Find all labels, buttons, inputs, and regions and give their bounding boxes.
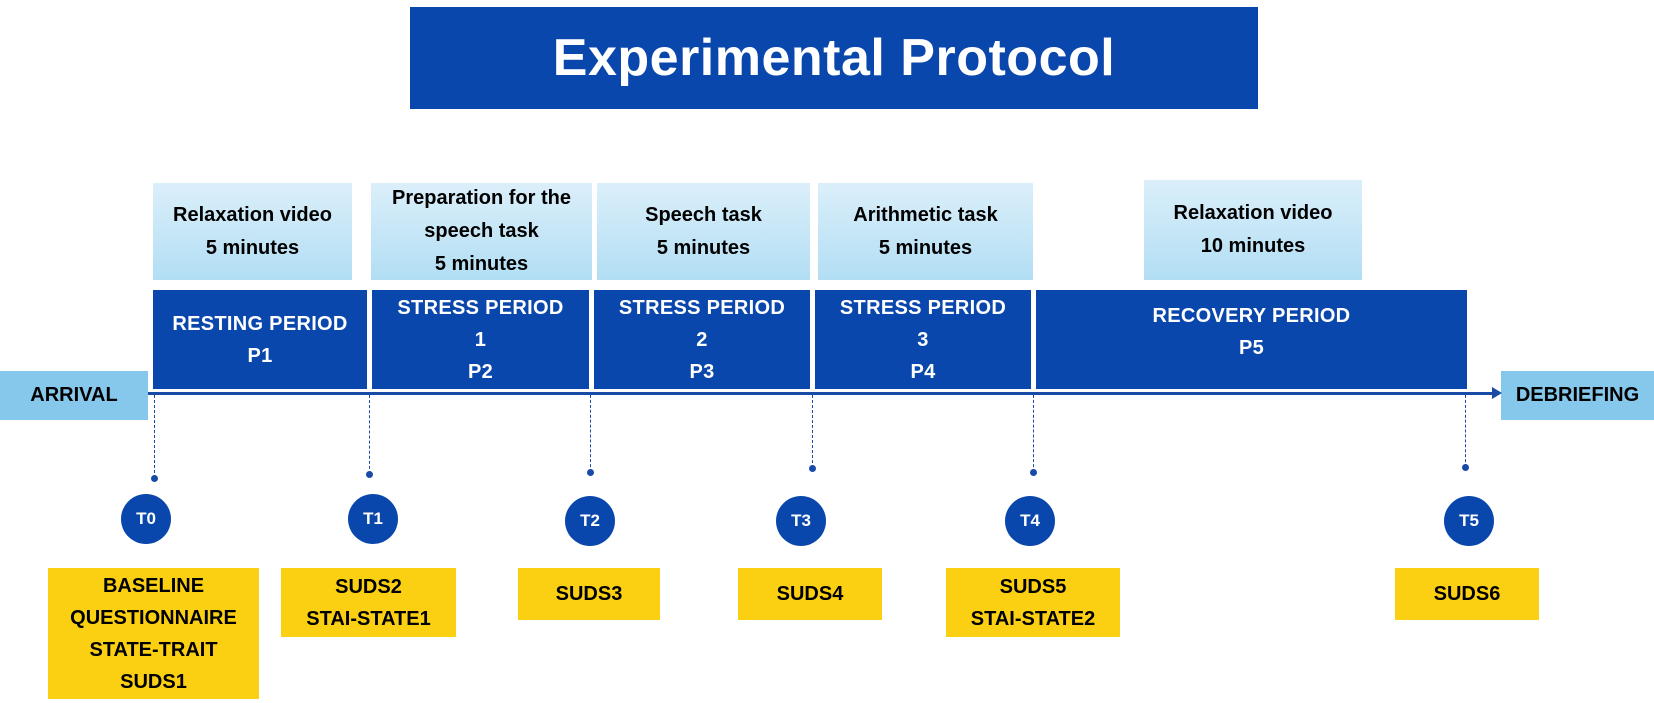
period-stress-p2: STRESS PERIOD 1 P2 — [372, 290, 589, 389]
measures-t0: BASELINE QUESTIONNAIRE STATE-TRAIT SUDS1 — [48, 568, 259, 699]
tick-t2 — [590, 395, 591, 472]
timepoint-t0: T0 — [121, 494, 171, 544]
measures-t5: SUDS6 — [1395, 568, 1539, 620]
tick-t4 — [1033, 395, 1034, 472]
period-stress-p3: STRESS PERIOD 2 P3 — [594, 290, 810, 389]
tick-dot-t4 — [1030, 469, 1037, 476]
period-resting-p1: RESTING PERIOD P1 — [153, 290, 367, 389]
timepoint-t3: T3 — [776, 496, 826, 546]
timepoint-t5: T5 — [1444, 496, 1494, 546]
tick-dot-t0 — [151, 475, 158, 482]
activity-relaxation-video-1: Relaxation video 5 minutes — [153, 183, 352, 280]
timepoint-t1: T1 — [348, 494, 398, 544]
activity-arithmetic-task: Arithmetic task 5 minutes — [818, 183, 1033, 280]
tick-dot-t2 — [587, 469, 594, 476]
timepoint-t4: T4 — [1005, 496, 1055, 546]
period-stress-p4: STRESS PERIOD 3 P4 — [815, 290, 1031, 389]
tick-t0 — [154, 395, 155, 478]
measures-t2: SUDS3 — [518, 568, 660, 620]
measures-t3: SUDS4 — [738, 568, 882, 620]
tick-dot-t3 — [809, 465, 816, 472]
period-recovery-p5: RECOVERY PERIOD P5 — [1036, 290, 1467, 389]
tick-dot-t1 — [366, 471, 373, 478]
measures-t1: SUDS2 STAI-STATE1 — [281, 568, 456, 637]
tick-t3 — [812, 395, 813, 468]
measures-t4: SUDS5 STAI-STATE2 — [946, 568, 1120, 637]
timeline-arrowhead — [1492, 387, 1502, 399]
tick-t5 — [1465, 395, 1466, 467]
activity-speech-preparation: Preparation for the speech task 5 minute… — [371, 183, 592, 280]
timeline-axis — [148, 392, 1493, 395]
tick-dot-t5 — [1462, 464, 1469, 471]
activity-speech-task: Speech task 5 minutes — [597, 183, 810, 280]
diagram-title: Experimental Protocol — [410, 7, 1258, 109]
debriefing-box: DEBRIEFING — [1501, 371, 1654, 420]
timepoint-t2: T2 — [565, 496, 615, 546]
arrival-box: ARRIVAL — [0, 371, 148, 420]
tick-t1 — [369, 395, 370, 474]
activity-relaxation-video-2: Relaxation video 10 minutes — [1144, 180, 1362, 280]
